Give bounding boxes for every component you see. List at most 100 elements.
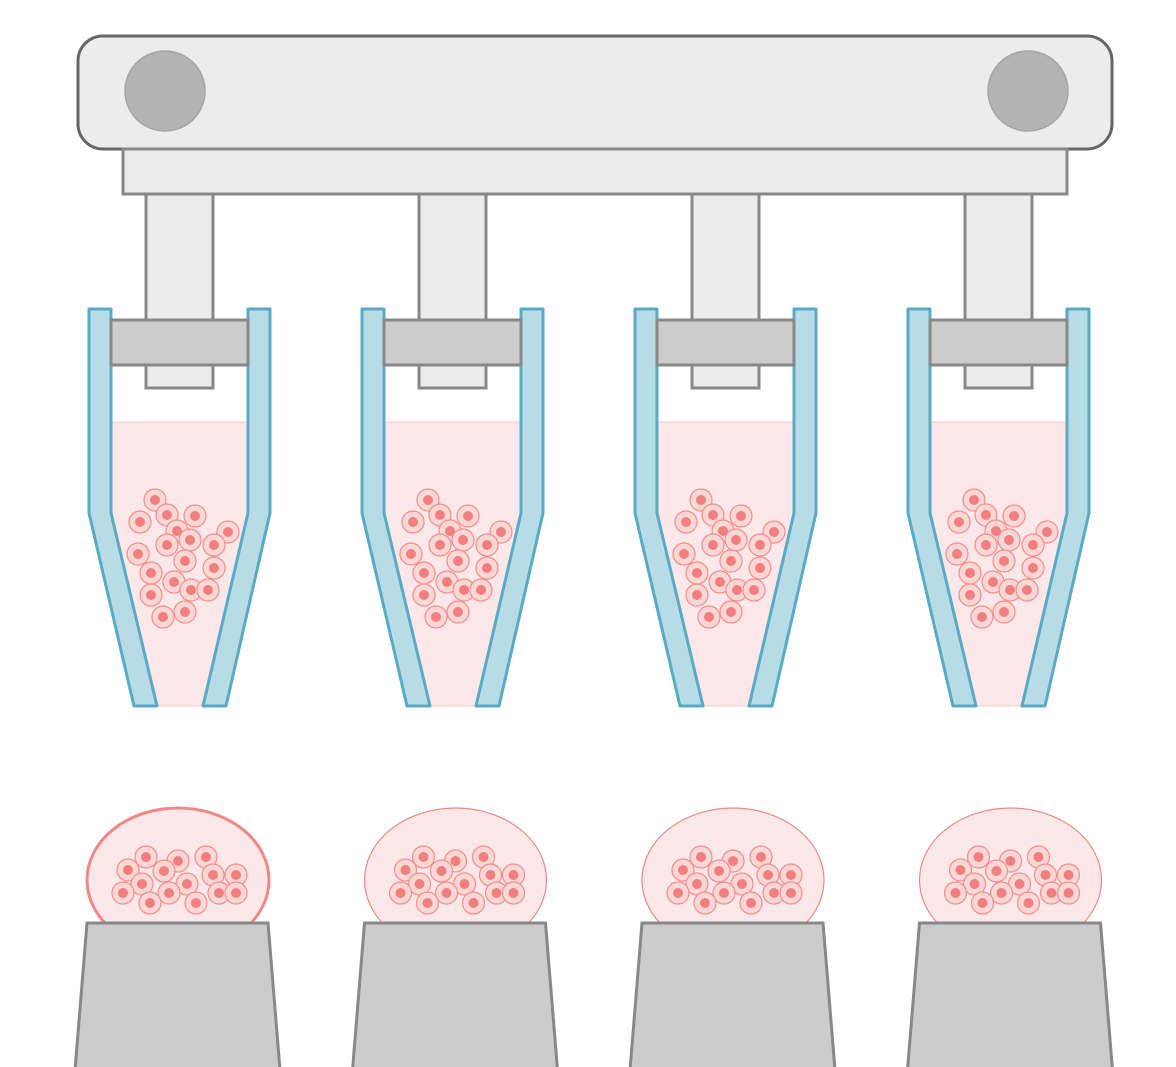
- cell-nucleus: [485, 870, 496, 880]
- cell: [446, 600, 470, 624]
- cell: [724, 528, 748, 552]
- cell: [739, 891, 763, 915]
- pipette-3: [633, 192, 818, 708]
- cell-nucleus: [118, 888, 128, 898]
- cell-nucleus: [965, 568, 975, 578]
- cell: [685, 583, 709, 607]
- cell-nucleus: [496, 527, 506, 537]
- cell-nucleus: [996, 888, 1007, 898]
- cell-nucleus: [203, 585, 213, 595]
- cell-nucleus: [223, 527, 233, 537]
- cell: [1021, 556, 1045, 580]
- cell-nucleus: [209, 563, 219, 573]
- cell-nucleus: [1063, 870, 1074, 880]
- cell-nucleus: [1042, 527, 1052, 537]
- tube-wall-right: [747, 307, 818, 708]
- cell-nucleus: [718, 526, 728, 536]
- cell-nucleus: [209, 540, 219, 550]
- piston-block: [655, 318, 796, 367]
- dome-4: [906, 807, 1114, 1067]
- cell: [415, 891, 440, 915]
- cell: [1056, 881, 1081, 905]
- cell-nucleus: [708, 540, 718, 550]
- cell-nucleus: [991, 866, 1002, 876]
- cell-nucleus: [965, 590, 975, 600]
- knob-left: [124, 50, 206, 132]
- manifold-bar: [121, 147, 1069, 196]
- cell-nucleus: [172, 526, 182, 536]
- cell-nucleus: [1004, 535, 1014, 545]
- cell: [412, 583, 436, 607]
- cell-nucleus: [969, 495, 979, 505]
- cell: [452, 872, 477, 896]
- cell-nucleus: [458, 535, 468, 545]
- cell-nucleus: [442, 577, 452, 587]
- cell: [175, 872, 199, 896]
- cell-nucleus: [208, 870, 218, 880]
- cell: [943, 881, 968, 905]
- cell-nucleus: [763, 870, 773, 880]
- cell: [666, 881, 690, 905]
- cell-nucleus: [164, 888, 174, 898]
- cell: [173, 600, 197, 624]
- cell: [452, 578, 476, 602]
- cell-nucleus: [459, 585, 469, 595]
- cell: [779, 881, 803, 905]
- cell: [134, 845, 158, 869]
- cell: [207, 881, 231, 905]
- cell-nucleus: [133, 549, 143, 559]
- cell-nucleus: [692, 879, 702, 889]
- cell-nucleus: [482, 540, 492, 550]
- cell-nucleus: [214, 888, 224, 898]
- cell-nucleus: [952, 549, 962, 559]
- cell: [224, 881, 248, 905]
- cell-nucleus: [459, 879, 470, 889]
- cell: [725, 578, 749, 602]
- cell-nucleus: [185, 535, 195, 545]
- cell-nucleus: [191, 898, 201, 908]
- cell-nucleus: [453, 556, 463, 566]
- cell: [179, 578, 203, 602]
- cell-nucleus: [145, 898, 155, 908]
- cell-nucleus: [696, 495, 706, 505]
- cell: [434, 881, 459, 905]
- cell-nucleus: [150, 495, 160, 505]
- cell: [128, 510, 152, 534]
- cell: [729, 504, 753, 528]
- cell-nucleus: [231, 870, 241, 880]
- cell-nucleus: [1046, 888, 1057, 898]
- cell: [992, 600, 1016, 624]
- cell: [992, 549, 1016, 573]
- cell: [475, 533, 499, 557]
- cell: [748, 556, 772, 580]
- cell-nucleus: [445, 526, 455, 536]
- cell: [958, 561, 982, 585]
- cell-nucleus: [137, 879, 147, 889]
- cell-nucleus: [696, 852, 706, 862]
- cell: [388, 881, 413, 905]
- cell-nucleus: [1063, 888, 1074, 898]
- cell: [671, 858, 695, 882]
- cell-nucleus: [450, 856, 461, 866]
- cell-nucleus: [158, 612, 168, 622]
- cell-nucleus: [508, 870, 519, 880]
- cell: [674, 510, 698, 534]
- cell-nucleus: [173, 856, 183, 866]
- cell-nucleus: [756, 852, 766, 862]
- cell: [1007, 872, 1032, 896]
- cell: [157, 881, 181, 905]
- cell: [984, 859, 1009, 883]
- cell: [997, 528, 1021, 552]
- cell-nucleus: [1033, 852, 1044, 862]
- cell-nucleus: [436, 866, 447, 876]
- cell-nucleus: [419, 590, 429, 600]
- cell: [138, 891, 162, 915]
- cell: [998, 578, 1022, 602]
- cell: [947, 510, 971, 534]
- cell-nucleus: [182, 879, 192, 889]
- cell-nucleus: [141, 852, 151, 862]
- cell-nucleus: [977, 898, 988, 908]
- cell: [401, 510, 425, 534]
- cell-nucleus: [755, 540, 765, 550]
- cell: [469, 578, 493, 602]
